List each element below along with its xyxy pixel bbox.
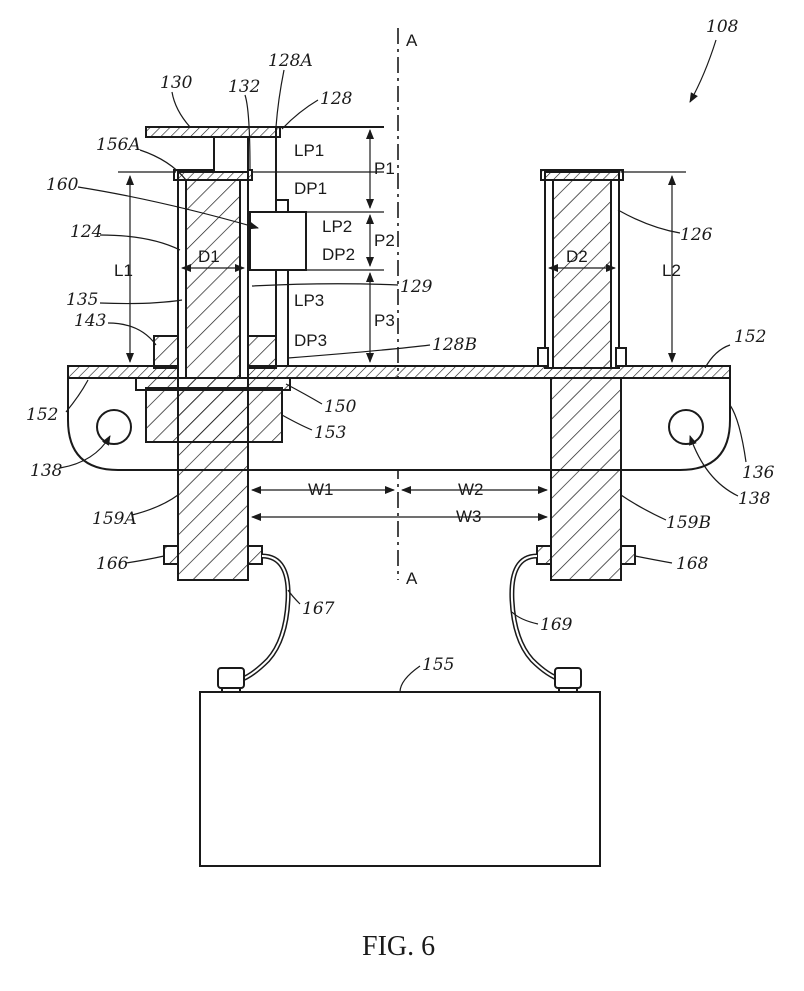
terminal-168-left — [536, 545, 552, 565]
ref-130: 130 — [160, 73, 193, 93]
ref-129: 129 — [400, 277, 433, 297]
ref-136: 136 — [742, 463, 775, 483]
dim-dp1: DP1 — [294, 179, 327, 198]
ref-108: 108 — [706, 17, 739, 37]
ref-152-right: 152 — [734, 327, 766, 347]
ref-167: 167 — [302, 599, 335, 619]
ref-132: 132 — [228, 77, 260, 97]
ref-128B: 128B — [432, 335, 477, 355]
terminal-168-right — [620, 545, 636, 565]
dim-p1: P1 — [374, 159, 395, 178]
ref-169: 169 — [540, 615, 573, 635]
ref-160: 160 — [46, 175, 79, 195]
terminal-166-right — [247, 545, 263, 565]
pitch-dimensions — [252, 126, 384, 367]
conductor-124 — [173, 169, 253, 379]
battery-155 — [199, 667, 601, 867]
post-159B — [550, 377, 622, 581]
dim-dp2: DP2 — [322, 245, 355, 264]
ref-150: 150 — [324, 397, 357, 417]
ref-138-left: 138 — [30, 461, 63, 481]
ref-135: 135 — [66, 290, 98, 310]
ref-138-right: 138 — [738, 489, 771, 509]
conductor-126 — [537, 169, 627, 369]
section-label-a-top: A — [406, 31, 418, 50]
length-dimensions — [118, 171, 686, 367]
ref-159A: 159A — [92, 509, 137, 529]
ref-143: 143 — [74, 311, 106, 331]
plate-130 — [145, 126, 281, 138]
dim-d1: D1 — [198, 247, 220, 266]
dim-w1: W1 — [308, 480, 334, 499]
dim-p2: P2 — [374, 231, 395, 250]
dim-w2: W2 — [458, 480, 484, 499]
ref-156A: 156A — [96, 135, 141, 155]
width-dimensions — [251, 486, 548, 521]
dim-d2: D2 — [566, 247, 588, 266]
dim-p3: P3 — [374, 311, 395, 330]
section-label-a-bottom: A — [406, 569, 418, 588]
leader-lines — [59, 39, 747, 693]
ref-168: 168 — [676, 554, 709, 574]
ref-159B: 159B — [666, 513, 711, 533]
ref-155: 155 — [422, 655, 454, 675]
post-159A — [177, 377, 249, 581]
dim-lp1: LP1 — [294, 141, 324, 160]
dim-lp2: LP2 — [322, 217, 352, 236]
ref-166: 166 — [96, 554, 129, 574]
dim-w3: W3 — [456, 507, 482, 526]
ref-153: 153 — [314, 423, 346, 443]
ref-126: 126 — [680, 225, 713, 245]
tab-160 — [249, 211, 307, 271]
dim-lp3: LP3 — [294, 291, 324, 310]
ref-128: 128 — [320, 89, 353, 109]
ref-128A: 128A — [268, 51, 313, 71]
dim-l2: L2 — [662, 261, 681, 280]
terminal-166-left — [163, 545, 179, 565]
dim-l1: L1 — [114, 261, 133, 280]
ref-152-left: 152 — [26, 405, 58, 425]
dim-dp3: DP3 — [294, 331, 327, 350]
block-132 — [213, 136, 249, 173]
ref-124: 124 — [70, 222, 102, 242]
figure-caption: FIG. 6 — [362, 931, 435, 962]
